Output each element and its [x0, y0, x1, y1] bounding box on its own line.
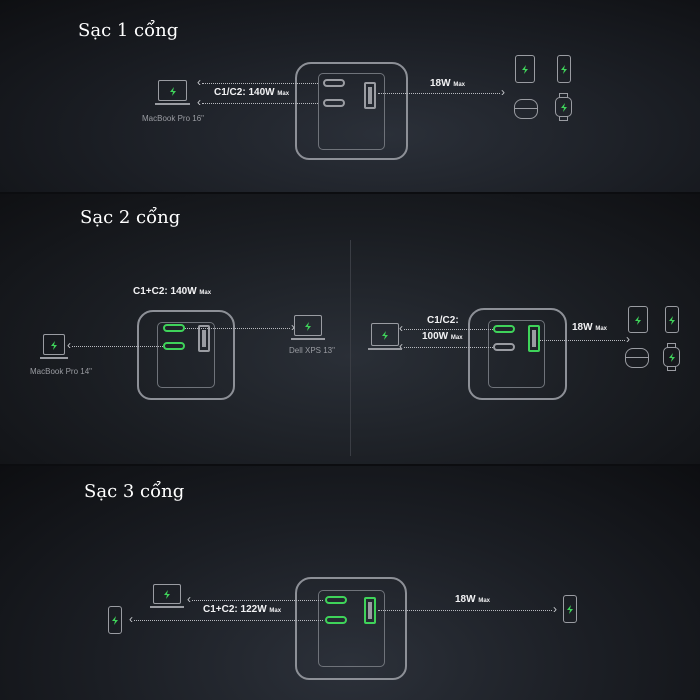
power-label: 18W Max: [430, 78, 466, 89]
charging-bolt-icon: [112, 616, 118, 625]
laptop-icon: [40, 334, 68, 359]
charging-bolt-icon: [169, 86, 176, 96]
usb-a-port-icon: [198, 325, 210, 352]
laptop-icon: [150, 584, 184, 608]
usb-a-port-icon: [364, 82, 376, 109]
device-label: MacBook Pro 16": [142, 114, 204, 123]
port-panel: [157, 322, 215, 388]
section-title: Sạc 3 cổng: [84, 481, 185, 502]
phone-icon: [563, 595, 577, 623]
earbuds-case-icon: [625, 348, 649, 368]
charging-bolt-icon: [668, 353, 675, 362]
arrow-left: [399, 321, 493, 335]
arrow-left: [67, 338, 163, 352]
charger-icon: [295, 62, 408, 160]
charging-bolt-icon: [305, 321, 311, 331]
section-title: Sạc 1 cổng: [78, 20, 179, 41]
usb-c1-port-icon: [493, 325, 515, 333]
usb-c2-port-icon: [163, 342, 185, 350]
port-panel: [318, 590, 385, 667]
usb-c2-port-icon: [325, 616, 347, 624]
charging-bolt-icon: [567, 605, 573, 614]
arrow-left: [187, 592, 323, 606]
port-panel: [318, 73, 385, 150]
arrow-right: [378, 85, 505, 99]
charger-icon: [468, 308, 567, 400]
laptop-icon: [291, 315, 325, 340]
arrow-left: [197, 75, 318, 89]
charging-bolt-icon: [635, 315, 641, 325]
power-label: 18W Max: [572, 322, 608, 333]
panel-divider: [350, 240, 351, 456]
laptop-icon: [155, 80, 190, 105]
usb-a-port-icon: [528, 325, 540, 352]
charger-icon: [295, 577, 407, 680]
smartwatch-icon: [555, 93, 572, 121]
usb-c2-port-icon: [493, 343, 515, 351]
usb-c1-port-icon: [323, 79, 345, 87]
earbuds-case-icon: [514, 99, 538, 119]
arrow-left: [399, 339, 493, 353]
usb-a-port-icon: [364, 597, 376, 624]
port-panel: [488, 320, 545, 388]
charging-bolt-icon: [522, 65, 528, 74]
arrow-right: [378, 602, 557, 616]
arrow-right: [540, 332, 630, 346]
usb-c1-port-icon: [163, 324, 185, 332]
arrow-right: [185, 320, 295, 334]
charging-bolt-icon: [669, 315, 675, 325]
power-label: C1/C2: 140W Max: [214, 87, 290, 98]
charging-bolt-icon: [164, 590, 170, 599]
charger-icon: [137, 310, 235, 400]
arrow-left: [197, 95, 318, 109]
power-label: C1+C2: 122W Max: [203, 604, 282, 615]
tablet-icon: [515, 55, 535, 83]
charging-bolt-icon: [560, 103, 567, 112]
charging-bolt-icon: [382, 330, 388, 340]
laptop-icon: [368, 323, 402, 350]
device-label: MacBook Pro 14": [30, 367, 92, 376]
charging-bolt-icon: [51, 340, 57, 350]
device-label: Dell XPS 13": [289, 346, 335, 355]
usb-c1-port-icon: [325, 596, 347, 604]
power-label: 100W Max: [422, 331, 463, 342]
charging-bolt-icon: [561, 65, 567, 74]
section-three-port: [0, 466, 700, 700]
phone-icon: [108, 606, 122, 634]
phone-icon: [665, 306, 679, 333]
section-one-port: [0, 0, 700, 192]
arrow-left: [129, 612, 323, 626]
usb-c2-port-icon: [323, 99, 345, 107]
power-label: C1+C2: 140W Max: [133, 286, 212, 297]
section-title: Sạc 2 cổng: [80, 207, 181, 228]
tablet-icon: [628, 306, 648, 333]
power-label: 18W Max: [455, 594, 491, 605]
power-label: C1/C2:: [427, 315, 459, 326]
phone-icon: [557, 55, 571, 83]
smartwatch-icon: [663, 343, 680, 371]
